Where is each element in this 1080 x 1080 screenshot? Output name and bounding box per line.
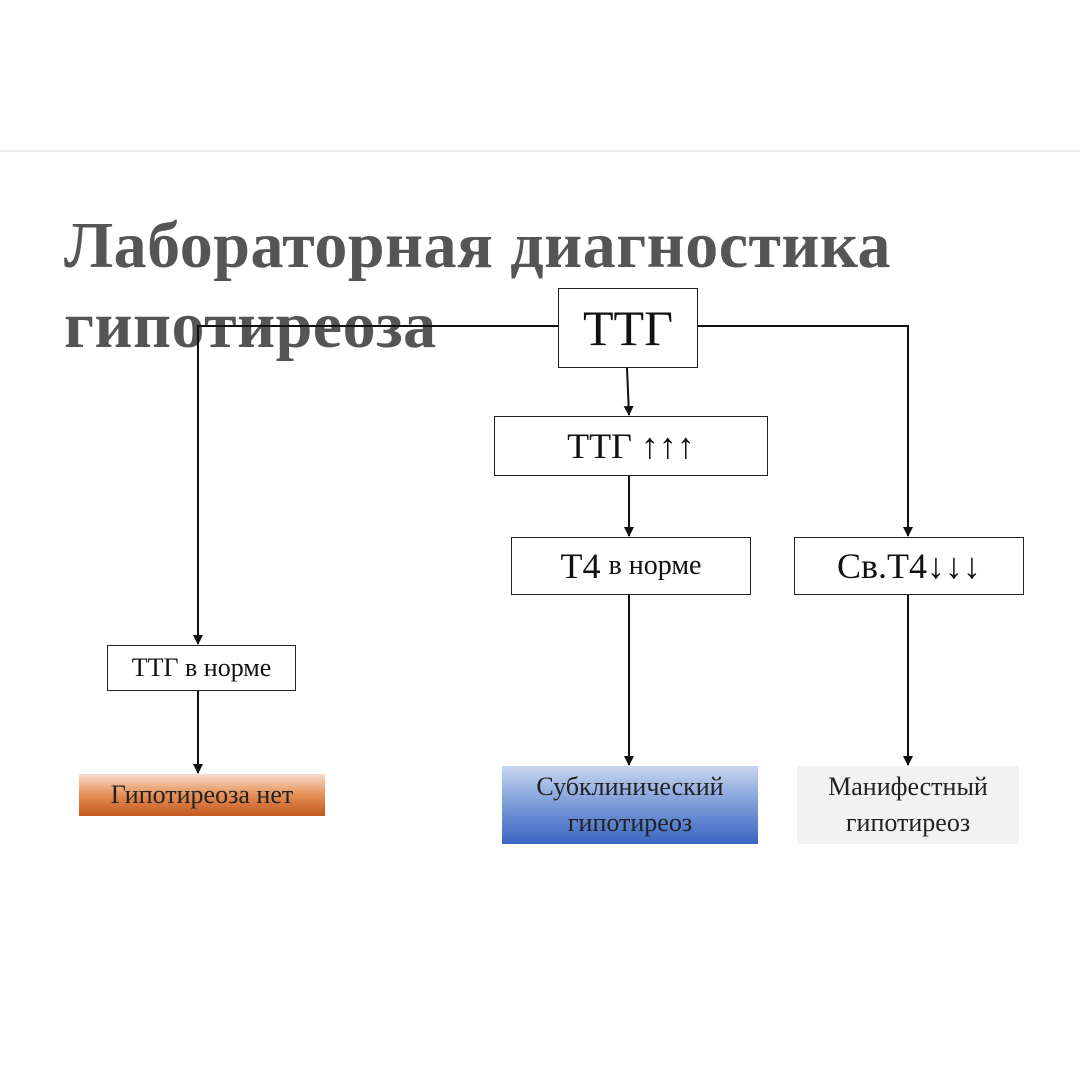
outcome-no-hypothyroidism: Гипотиреоза нет — [79, 774, 325, 816]
outcome-subclinical-line-1: Субклинический — [536, 772, 724, 801]
outcome-no-hypothyroidism-label: Гипотиреоза нет — [110, 780, 294, 809]
slide-title-line-1: Лабораторная диагностика — [64, 209, 891, 282]
node-free-t4-low: Св.Т4↓↓↓ — [794, 537, 1024, 595]
top-divider — [0, 150, 1080, 152]
node-t4-suffix: в норме — [608, 550, 702, 581]
node-t4-normal: Т4 в норме — [511, 537, 751, 595]
outcome-subclinical-line-2: гипотиреоз — [567, 808, 693, 837]
node-free-t4-low-label: Св.Т4↓↓↓ — [837, 546, 981, 586]
connector-ttg-to-normal — [193, 325, 558, 645]
node-ttg-high: ТТГ ↑↑↑ — [494, 416, 768, 476]
outcome-subclinical-hypothyroidism: Субклинический гипотиреоз — [502, 766, 758, 844]
node-ttg-label: ТТГ — [583, 300, 673, 356]
node-ttg: ТТГ — [558, 288, 698, 368]
connector-ttg-to-free-t4 — [698, 325, 913, 537]
connector-ttg-to-ttg-high — [623, 367, 634, 416]
node-t4-label: Т4 — [560, 546, 601, 586]
slide-title: Лабораторная диагностика гипотиреоза — [64, 206, 891, 366]
outcome-manifest-hypothyroidism: Манифестный гипотиреоз — [797, 766, 1019, 844]
node-ttg-normal: ТТГ в норме — [107, 645, 296, 691]
outcome-manifest-line-2: гипотиреоз — [845, 808, 971, 837]
node-ttg-high-label: ТТГ ↑↑↑ — [567, 426, 695, 466]
outcome-manifest-line-1: Манифестный — [828, 772, 988, 801]
node-ttg-normal-label: ТТГ в норме — [131, 653, 272, 682]
